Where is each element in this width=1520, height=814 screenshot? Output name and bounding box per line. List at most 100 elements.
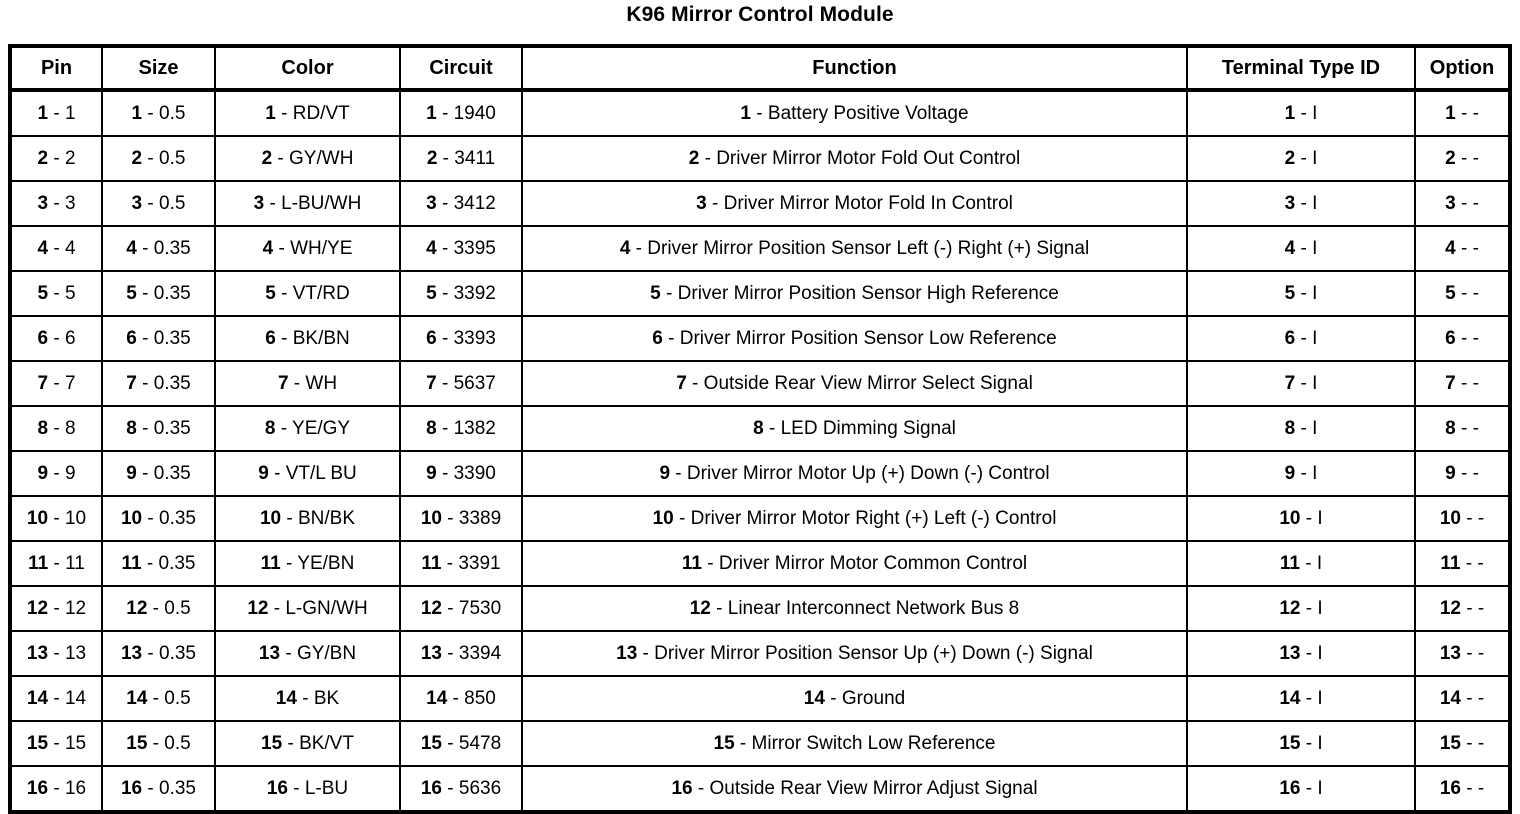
- cell-content: 1 - 1: [37, 103, 75, 125]
- cell-pin: 6 - 6: [9, 315, 103, 362]
- cell-content: 8 - YE/GY: [265, 418, 350, 440]
- cell-circuit: 6 - 3393: [399, 315, 523, 362]
- cell-separator: -: [1300, 687, 1318, 709]
- cell-separator: -: [48, 417, 65, 439]
- cell-content: 9 - VT/L BU: [258, 463, 357, 485]
- cell-value: 0.5: [159, 102, 186, 124]
- cell-value: VT/L BU: [285, 462, 357, 484]
- cell-content: 9 - 0.35: [126, 463, 190, 485]
- cell-circuit: 4 - 3395: [399, 225, 523, 272]
- cell-value: 0.35: [153, 237, 191, 259]
- cell-index: 4: [1284, 237, 1296, 259]
- cell-separator: -: [275, 327, 293, 349]
- cell-index: 7: [1284, 372, 1296, 394]
- cell-separator: -: [710, 597, 728, 619]
- cell-value: 1940: [453, 102, 496, 124]
- cell-function: 7 - Outside Rear View Mirror Select Sign…: [521, 360, 1188, 407]
- cell-content: 16 - 0.35: [121, 778, 196, 800]
- cell-size: 7 - 0.35: [101, 360, 216, 407]
- cell-index: 13: [120, 642, 143, 664]
- cell-function: 10 - Driver Mirror Motor Right (+) Left …: [521, 495, 1188, 542]
- cell-value: I: [1312, 462, 1318, 484]
- cell-content: 11 - 3391: [421, 553, 500, 575]
- cell-separator: -: [751, 102, 768, 124]
- cell-option: 5 - -: [1414, 270, 1511, 317]
- cell-size: 13 - 0.35: [101, 630, 216, 677]
- cell-index: 15: [26, 732, 49, 754]
- cell-value: 5478: [458, 732, 502, 754]
- cell-index: 1: [426, 102, 437, 124]
- cell-separator: -: [1299, 552, 1317, 574]
- cell-size: 15 - 0.5: [101, 720, 216, 767]
- cell-size: 11 - 0.35: [101, 540, 216, 587]
- cell-size: 16 - 0.35: [101, 765, 216, 813]
- cell-index: 15: [713, 732, 735, 754]
- cell-value: -: [1472, 192, 1479, 214]
- cell-index: 6: [265, 327, 276, 349]
- cell-pin: 9 - 9: [9, 450, 103, 497]
- cell-value: -: [1472, 237, 1479, 259]
- cell-content: 5 - 5: [37, 283, 75, 305]
- cell-content: 3 - -: [1445, 193, 1479, 215]
- cell-value: 16: [64, 777, 87, 799]
- cell-index: 8: [426, 417, 437, 439]
- cell-value: 1: [64, 102, 76, 124]
- cell-content: 9 - 9: [37, 463, 75, 485]
- cell-option: 6 - -: [1414, 315, 1511, 362]
- cell-content: 10 - -: [1440, 508, 1484, 530]
- cell-separator: -: [1295, 282, 1313, 304]
- cell-separator: -: [142, 507, 160, 529]
- cell-size: 8 - 0.35: [101, 405, 216, 452]
- cell-index: 10: [26, 507, 49, 529]
- cell-separator: -: [1300, 507, 1318, 529]
- cell-index: 12: [1279, 597, 1301, 619]
- cell-separator: -: [48, 777, 65, 799]
- cell-terminal: 7 - I: [1186, 360, 1416, 407]
- cell-color: 5 - VT/RD: [214, 270, 401, 317]
- cell-index: 2: [688, 147, 700, 169]
- cell-pin: 13 - 13: [9, 630, 103, 677]
- cell-content: 11 - 0.35: [122, 553, 196, 575]
- cell-size: 3 - 0.5: [101, 180, 216, 227]
- cell-content: 8 - I: [1285, 418, 1318, 440]
- cell-index: 10: [120, 507, 143, 529]
- cell-index: 13: [616, 642, 638, 664]
- column-header-circuit: Circuit: [399, 45, 523, 92]
- cell-content: 6 - -: [1445, 328, 1479, 350]
- cell-content: 12 - 0.5: [126, 598, 190, 620]
- cell-value: -: [1477, 552, 1484, 574]
- cell-content: 6 - 3393: [426, 328, 496, 350]
- cell-separator: -: [48, 507, 65, 529]
- cell-value: WH: [305, 372, 338, 394]
- cell-value: 850: [464, 687, 496, 709]
- cell-content: 4 - 3395: [426, 238, 496, 260]
- cell-index: 16: [120, 777, 143, 799]
- cell-option: 11 - -: [1414, 540, 1511, 587]
- cell-index: 15: [126, 732, 148, 754]
- cell-value: 14: [64, 687, 87, 709]
- cell-index: 1: [1284, 102, 1296, 124]
- cell-separator: -: [48, 597, 65, 619]
- cell-separator: -: [48, 282, 65, 304]
- cell-value: -: [1477, 777, 1485, 799]
- cell-index: 12: [1439, 597, 1461, 619]
- cell-separator: -: [1295, 102, 1313, 124]
- cell-separator: -: [630, 237, 648, 259]
- cell-content: 2 - I: [1285, 148, 1318, 170]
- cell-separator: -: [637, 642, 655, 664]
- cell-content: 14 - -: [1440, 688, 1484, 710]
- cell-separator: -: [272, 147, 290, 169]
- cell-function: 4 - Driver Mirror Position Sensor Left (…: [521, 225, 1188, 272]
- cell-content: 11 - Driver Mirror Motor Common Control: [682, 553, 1027, 575]
- cell-index: 3: [426, 192, 437, 214]
- cell-value: Driver Mirror Motor Common Control: [718, 552, 1028, 574]
- cell-separator: -: [1295, 417, 1313, 439]
- cell-content: 10 - 0.35: [121, 508, 196, 530]
- cell-function: 2 - Driver Mirror Motor Fold Out Control: [521, 135, 1188, 182]
- cell-value: 3390: [453, 462, 496, 484]
- cell-content: 3 - 3: [37, 193, 75, 215]
- cell-size: 1 - 0.5: [101, 89, 216, 137]
- cell-value: I: [1312, 147, 1318, 169]
